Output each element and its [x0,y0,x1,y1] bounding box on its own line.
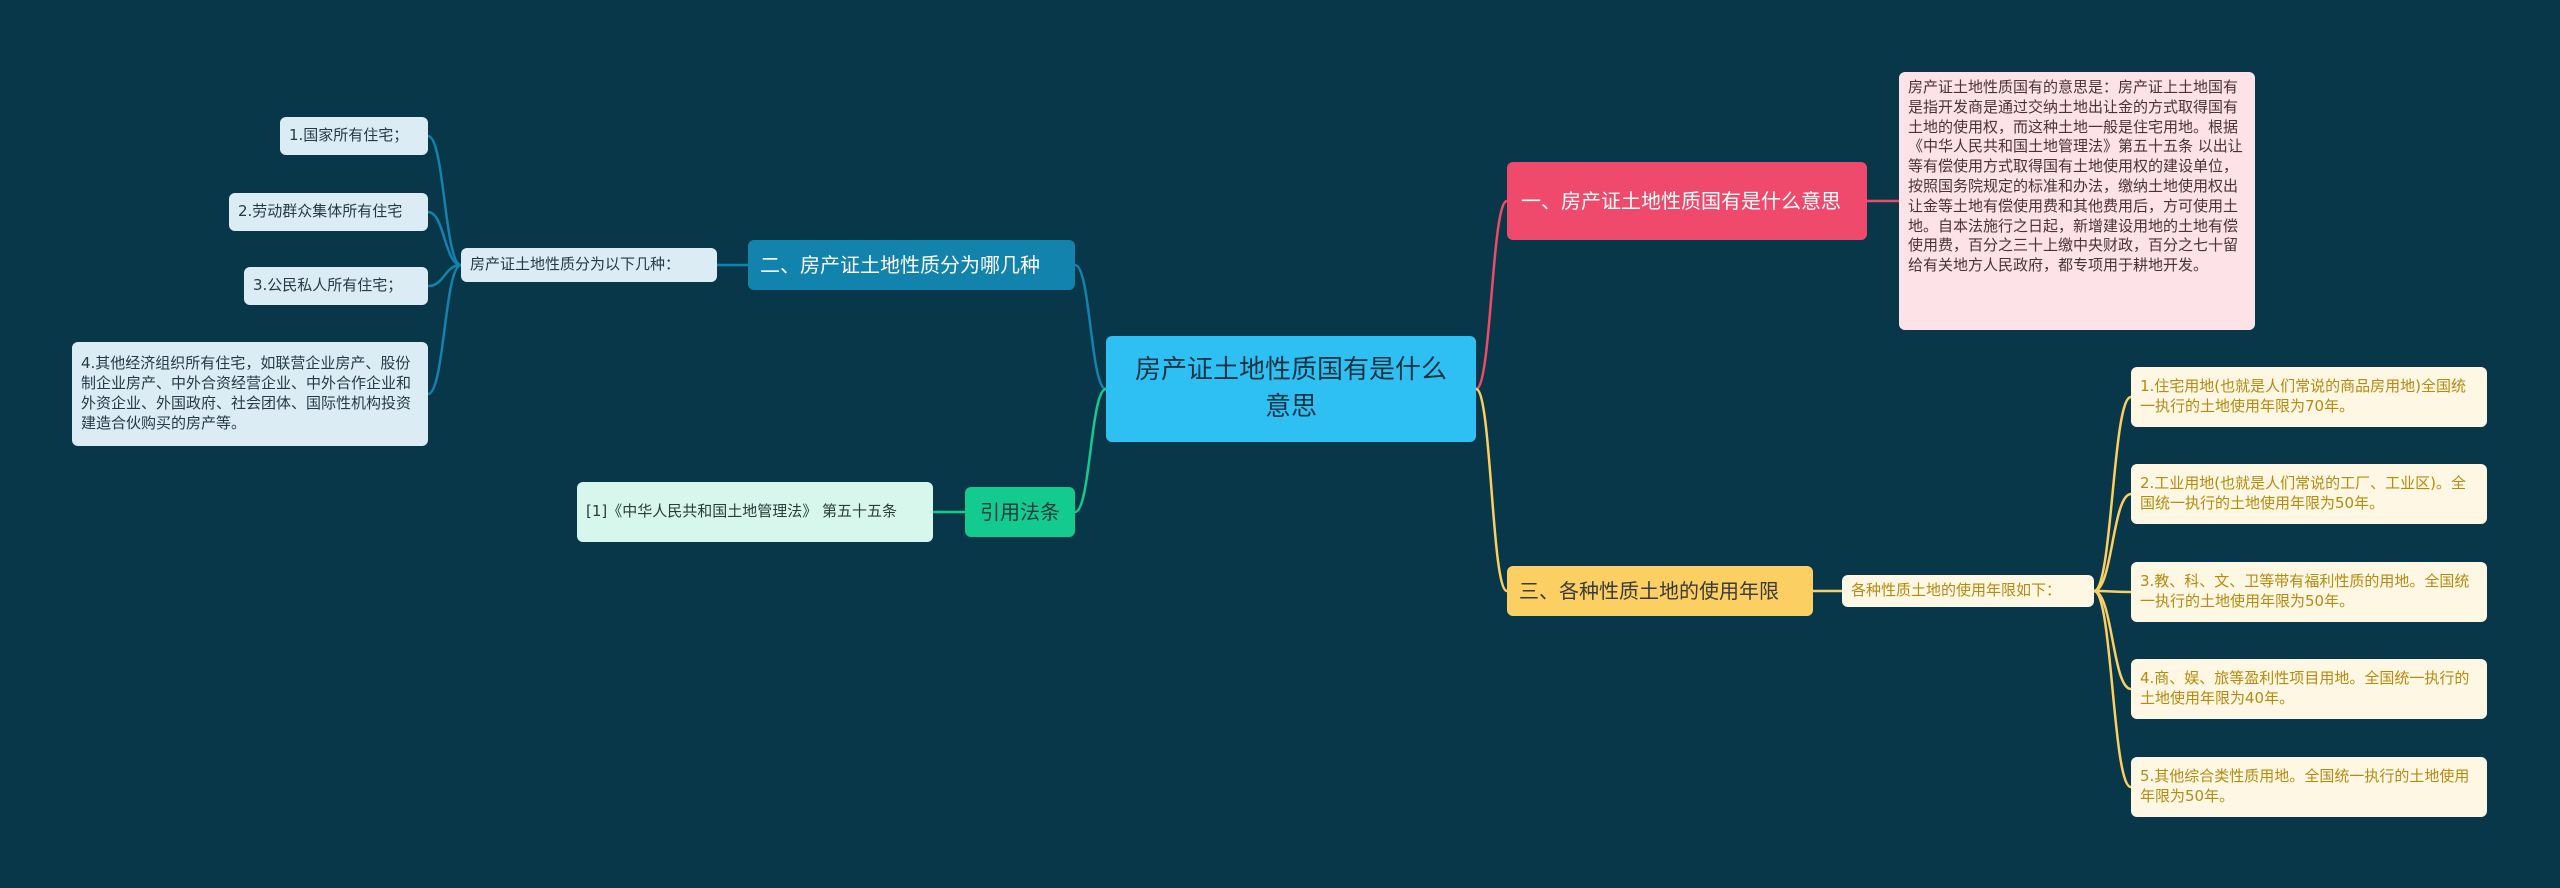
leaf-usage-years-intro-text: 各种性质土地的使用年限如下： [1851,581,2062,600]
link-usage-year-item [2093,492,2132,593]
leaf-usage-year-item-text: 4.商、娱、旅等盈利性项目用地。全国统一执行的土地使用年限为40年。 [2140,669,2470,707]
leaf-cited-law-item[interactable]: [1]《中华人民共和国土地管理法》 第五十五条 [577,482,933,542]
link-usage-year-item [2093,589,2132,789]
leaf-meaning-detail-text: 房产证土地性质国有的意思是：房产证上土地国有是指开发商是通过交纳土地出让金的方式… [1908,78,2243,275]
leaf-type-item-text: 3.公民私人所有住宅； [253,276,403,295]
leaf-type-item[interactable]: 3.公民私人所有住宅； [244,267,428,305]
branch-types-label: 二、房产证土地性质分为哪几种 [760,252,1040,277]
leaf-type-item-text: 1.国家所有住宅； [289,126,409,145]
leaf-types-intro-text: 房产证土地性质分为以下几种： [470,255,681,274]
branch-cited-law[interactable]: 引用法条 [965,487,1075,537]
leaf-usage-year-item[interactable]: 5.其他综合类性质用地。全国统一执行的土地使用年限为50年。 [2131,757,2487,817]
leaf-meaning-detail[interactable]: 房产证土地性质国有的意思是：房产证上土地国有是指开发商是通过交纳土地出让金的方式… [1899,72,2255,330]
leaf-usage-year-item[interactable]: 3.教、科、文、卫等带有福利性质的用地。全国统一执行的土地使用年限为50年。 [2131,562,2487,622]
central-topic-label: 房产证土地性质国有是什么意思 [1134,355,1447,422]
leaf-usage-year-item-text: 5.其他综合类性质用地。全国统一执行的土地使用年限为50年。 [2140,767,2470,805]
leaf-usage-year-item[interactable]: 1.住宅用地(也就是人们常说的商品房用地)全国统一执行的土地使用年限为70年。 [2131,367,2487,427]
leaf-type-item[interactable]: 1.国家所有住宅； [280,117,428,155]
leaf-usage-year-item[interactable]: 4.商、娱、旅等盈利性项目用地。全国统一执行的土地使用年限为40年。 [2131,659,2487,719]
leaf-types-intro[interactable]: 房产证土地性质分为以下几种： [461,248,717,282]
leaf-usage-year-item-text: 2.工业用地(也就是人们常说的工厂、工业区)。全国统一执行的土地使用年限为50年… [2140,474,2467,512]
link-center-meaning [1474,199,1509,391]
leaf-type-item-text: 4.其他经济组织所有住宅，如联营企业房产、股份制企业房产、中外合资经营企业、中外… [81,354,412,432]
branch-usage-years-label: 三、各种性质土地的使用年限 [1519,578,1779,603]
branch-types[interactable]: 二、房产证土地性质分为哪几种 [748,240,1075,290]
leaf-usage-year-item-text: 3.教、科、文、卫等带有福利性质的用地。全国统一执行的土地使用年限为50年。 [2140,572,2470,610]
leaf-usage-years-intro[interactable]: 各种性质土地的使用年限如下： [1842,575,2094,607]
branch-usage-years[interactable]: 三、各种性质土地的使用年限 [1507,566,1813,616]
link-usage-year-item [2093,589,2132,691]
branch-cited-law-label: 引用法条 [980,499,1060,524]
link-center-usage-years [1474,387,1509,593]
leaf-type-item[interactable]: 2.劳动群众集体所有住宅 [229,193,428,231]
leaf-cited-law-item-text: [1]《中华人民共和国土地管理法》 第五十五条 [586,502,898,521]
leaf-usage-year-item[interactable]: 2.工业用地(也就是人们常说的工厂、工业区)。全国统一执行的土地使用年限为50年… [2131,464,2487,524]
leaf-type-item[interactable]: 4.其他经济组织所有住宅，如联营企业房产、股份制企业房产、中外合资经营企业、中外… [72,342,428,446]
branch-meaning[interactable]: 一、房产证土地性质国有是什么意思 [1507,162,1867,240]
link-type-item [427,210,462,267]
leaf-usage-year-item-text: 1.住宅用地(也就是人们常说的商品房用地)全国统一执行的土地使用年限为70年。 [2140,377,2467,415]
link-usage-year-item [2093,589,2132,594]
link-center-cited-law [1074,387,1107,514]
link-center-types [1074,263,1107,391]
central-topic[interactable]: 房产证土地性质国有是什么意思 [1106,336,1476,442]
link-type-item [427,134,462,267]
branch-meaning-label: 一、房产证土地性质国有是什么意思 [1521,188,1841,213]
leaf-type-item-text: 2.劳动群众集体所有住宅 [238,202,403,221]
link-type-item [427,263,462,396]
link-usage-year-item [2093,395,2132,593]
